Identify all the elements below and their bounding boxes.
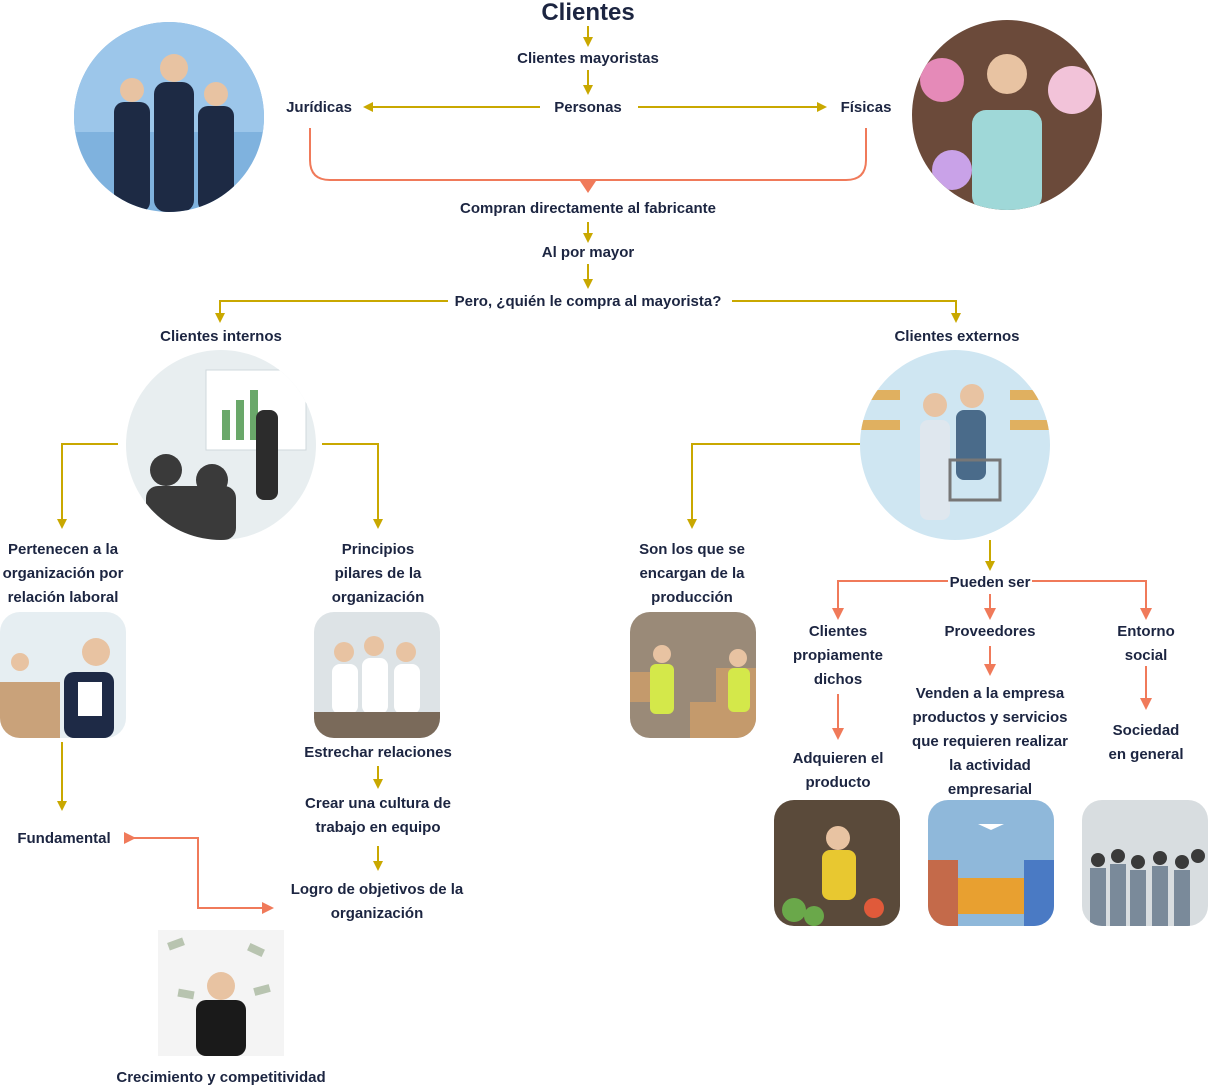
node-fundamental: Fundamental [17, 830, 111, 847]
node-estrechar-relaciones: Estrechar relaciones [304, 744, 452, 761]
arrow-externos-produccion [687, 443, 860, 529]
node-entorno-social: Entorno social [1117, 623, 1175, 664]
node-personas: Personas [554, 99, 622, 116]
node-clientes-externos: Clientes externos [894, 328, 1020, 345]
arrow-fundamental-logro [124, 832, 274, 914]
bracket-juridicas-fisicas [309, 128, 867, 181]
arrow-internos-pertenecen [57, 443, 118, 529]
photo-office-worker [0, 612, 126, 738]
photo-business-team [74, 22, 264, 212]
arrow-pueden-propiamente [832, 580, 948, 620]
node-fisicas: Físicas [840, 99, 892, 116]
photo-shop-woman [912, 20, 1102, 210]
photo-meeting-presentation [126, 350, 316, 540]
node-compran-directamente: Compran directamente al fabricante [460, 200, 716, 217]
diagram-title: Clientes [541, 0, 635, 26]
node-pertenecen-organizacion: Pertenecen a la organización por relació… [2, 541, 124, 606]
node-crecimiento-competitividad: Crecimiento y competitividad [116, 1069, 326, 1086]
node-pregunta-mayorista: Pero, ¿quién le compra al mayorista? [454, 293, 722, 310]
node-cultura-trabajo-equipo: Crear una cultura de trabajo en equipo [305, 795, 451, 836]
photo-warehouse-workers [630, 612, 756, 738]
arrow-pregunta-externos [732, 300, 961, 323]
node-encargan-produccion: Son los que se encargan de la producción [639, 541, 745, 606]
node-proveedores: Proveedores [944, 623, 1036, 640]
node-juridicas: Jurídicas [286, 99, 352, 116]
photo-grocery-shopper [774, 800, 900, 926]
node-clientes-mayoristas: Clientes mayoristas [517, 50, 659, 67]
arrow-internos-principios [322, 443, 383, 529]
arrow-pueden-entorno [1032, 580, 1152, 620]
photo-crowd-society [1082, 800, 1208, 926]
photo-logistics-truck [928, 800, 1054, 926]
node-venden-empresa: Venden a la empresa productos y servicio… [912, 685, 1068, 798]
node-pueden-ser: Pueden ser [949, 574, 1031, 591]
node-al-por-mayor: Al por mayor [541, 244, 635, 261]
node-sociedad-general: Sociedad en general [1108, 722, 1184, 763]
node-clientes-propiamente-dichos: Clientes propiamente dichos [792, 623, 883, 688]
photo-team-high-five [314, 612, 440, 738]
node-principios-pilares: Principios pilares de la organización [331, 541, 425, 606]
arrow-pregunta-internos [215, 300, 448, 323]
node-clientes-internos: Clientes internos [160, 328, 282, 345]
photo-supermarket-family [860, 350, 1050, 540]
photo-money-rain [158, 930, 284, 1056]
node-adquieren-producto: Adquieren el producto [792, 750, 884, 791]
bracket-arrow-head [580, 181, 596, 193]
node-logro-objetivos: Logro de objetivos de la organización [290, 881, 464, 922]
